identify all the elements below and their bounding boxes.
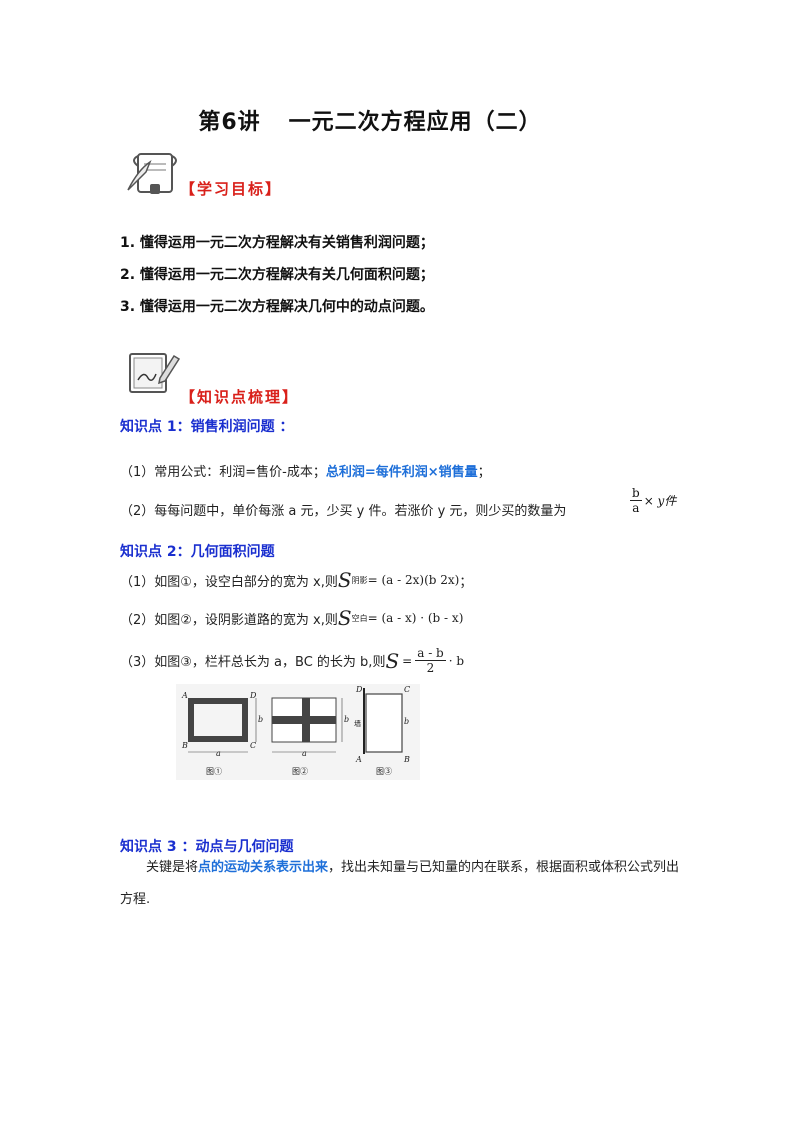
goal-item: 3. 懂得运用一元二次方程解决几何中的动点问题。 — [120, 299, 434, 315]
fig2-label-b: b — [344, 715, 349, 724]
fig3-label-b: b — [404, 717, 409, 726]
section-label-knowledge: 【知识点梳理】 — [180, 388, 300, 406]
fig1-label-a: a — [216, 749, 221, 758]
kp2-heading: 知识点 2：几何面积问题 — [120, 544, 275, 560]
fig3-label-A: A — [355, 755, 362, 764]
fig3-label-B: B — [403, 755, 410, 764]
fig1-label-B: B — [181, 741, 188, 750]
page-title: 第6讲 一元二次方程应用（二） — [0, 104, 740, 136]
fig1-label-A: A — [181, 691, 188, 700]
fig2-caption: 图② — [292, 767, 308, 776]
kp1-line1: （1）常用公式：利润=售价-成本；总利润=每件利润×销售量； — [120, 465, 491, 480]
fig3-label-C: C — [404, 685, 410, 694]
kp3-paragraph: 关键是将点的运动关系表示出来，找出未知量与已知量的内在联系，根据面积或体积公式列… — [120, 860, 680, 907]
notepad-pencil-icon — [124, 348, 182, 398]
title-lesson: 第6讲 — [198, 110, 261, 135]
figure-3: D C A B b 墙 图③ — [354, 685, 410, 776]
section-label-goals: 【学习目标】 — [180, 180, 283, 198]
fig1-caption: 图① — [206, 767, 222, 776]
title-topic: 一元二次方程应用（二） — [288, 110, 542, 135]
kp3-highlight: 点的运动关系表示出来 — [198, 860, 329, 875]
goal-item: 2. 懂得运用一元二次方程解决有关几何面积问题； — [120, 267, 434, 283]
kp1-highlight: 总利润=每件利润×销售量 — [325, 465, 478, 480]
geometry-figures: A D B C a b 图① a b 图② D C A B — [176, 684, 420, 780]
figure-2: a b 图② — [271, 697, 349, 776]
fig3-caption: 图③ — [376, 767, 392, 776]
goal-item: 1. 懂得运用一元二次方程解决有关销售利润问题； — [120, 235, 434, 251]
fig3-label-D: D — [355, 685, 363, 694]
fig1-label-b: b — [258, 715, 263, 724]
figure-1: A D B C a b 图① — [181, 691, 263, 776]
fig1-label-D: D — [249, 691, 257, 700]
fig2-label-a: a — [302, 749, 307, 758]
fig1-label-C: C — [250, 741, 256, 750]
scroll-quill-icon — [124, 150, 182, 200]
kp1-line2: （2）每每问题中，单价每涨 a 元，少买 y 件。若涨价 y 元，则少买的数量为 — [120, 504, 567, 519]
kp3-heading: 知识点 3 ：动点与几何问题 — [120, 839, 294, 855]
fig3-label-wall: 墙 — [354, 719, 361, 728]
kp1-heading: 知识点 1：销售利润问题 ： — [120, 419, 294, 435]
